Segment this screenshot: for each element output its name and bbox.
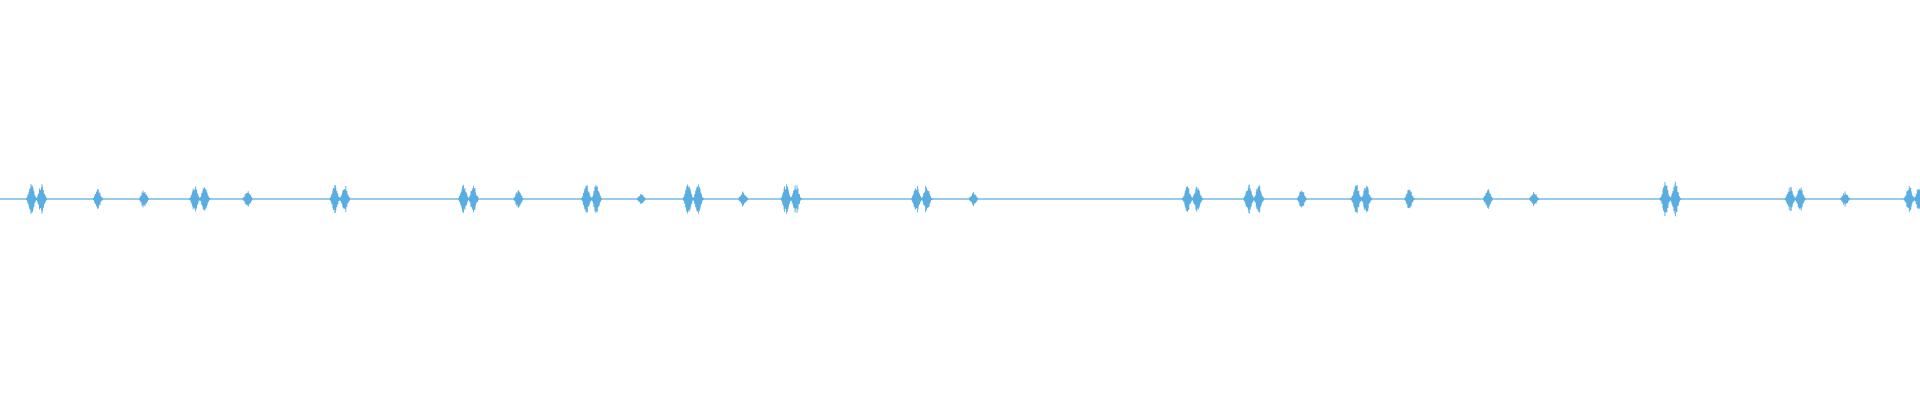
waveform-burst [735, 191, 751, 207]
waveform-burst [965, 191, 981, 207]
waveform-burst [633, 194, 649, 204]
waveform-burst [1401, 189, 1417, 209]
waveform-burst [187, 186, 213, 212]
waveform-burst [1348, 184, 1374, 214]
waveform-burst [1480, 189, 1496, 209]
waveform-burst [327, 185, 353, 213]
waveform-burst [1837, 191, 1853, 207]
waveform-burst [1657, 181, 1683, 217]
waveform-burst [1241, 184, 1267, 214]
waveform-burst [456, 185, 481, 213]
waveform-burst [1782, 186, 1808, 212]
waveform-burst [578, 185, 604, 213]
waveform-burst [1526, 191, 1542, 207]
waveform-burst [778, 184, 804, 214]
waveform-burst [1179, 186, 1205, 212]
waveform-burst [136, 190, 152, 208]
waveform-burst [24, 183, 49, 215]
waveform-burst [680, 184, 706, 214]
waveform-burst [1294, 190, 1310, 208]
waveform-burst [510, 190, 526, 208]
waveform-bursts [24, 181, 1920, 217]
waveform-burst [90, 189, 106, 209]
waveform-burst [909, 185, 935, 213]
waveform-burst [240, 191, 256, 207]
waveform-burst [1901, 185, 1920, 213]
